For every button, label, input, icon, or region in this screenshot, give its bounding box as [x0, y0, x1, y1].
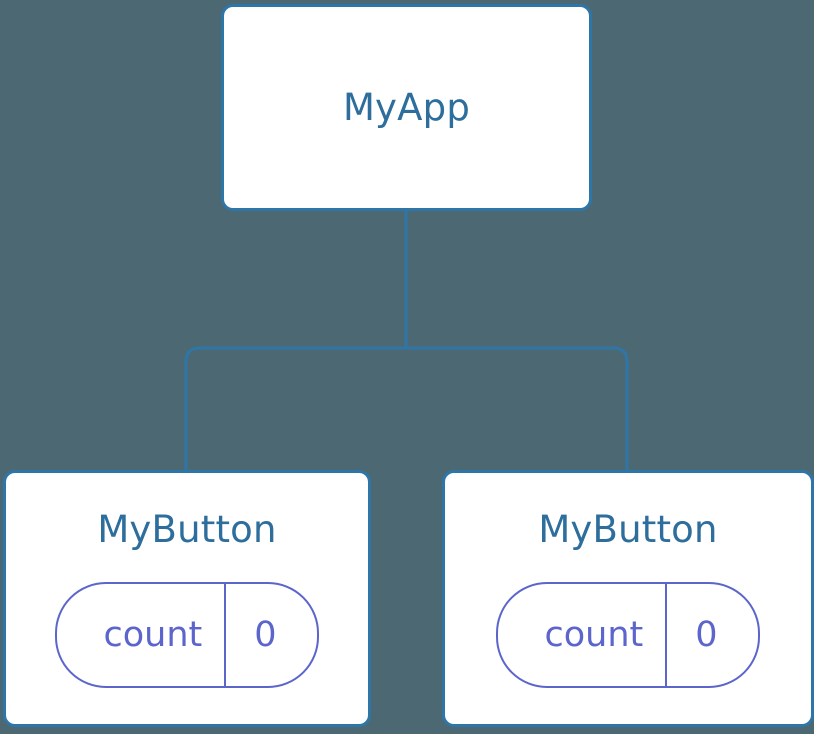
state-pill[interactable]: count 0	[496, 582, 760, 688]
state-key: count	[103, 614, 203, 655]
state-value: 0	[254, 614, 277, 655]
state-key: count	[544, 614, 644, 655]
node-title: MyButton	[97, 508, 277, 551]
node-mybutton-1[interactable]: MyButton count 0	[442, 470, 814, 727]
state-divider	[224, 584, 227, 686]
state-pill[interactable]: count 0	[55, 582, 319, 688]
node-title: MyApp	[342, 86, 471, 129]
state-value: 0	[695, 614, 718, 655]
node-title: MyButton	[538, 508, 718, 551]
node-mybutton-0[interactable]: MyButton count 0	[3, 470, 371, 727]
node-myapp[interactable]: MyApp	[221, 4, 592, 211]
edge-to-child-1	[406, 346, 629, 471]
state-divider	[665, 584, 668, 686]
edge-to-child-0	[184, 346, 406, 471]
